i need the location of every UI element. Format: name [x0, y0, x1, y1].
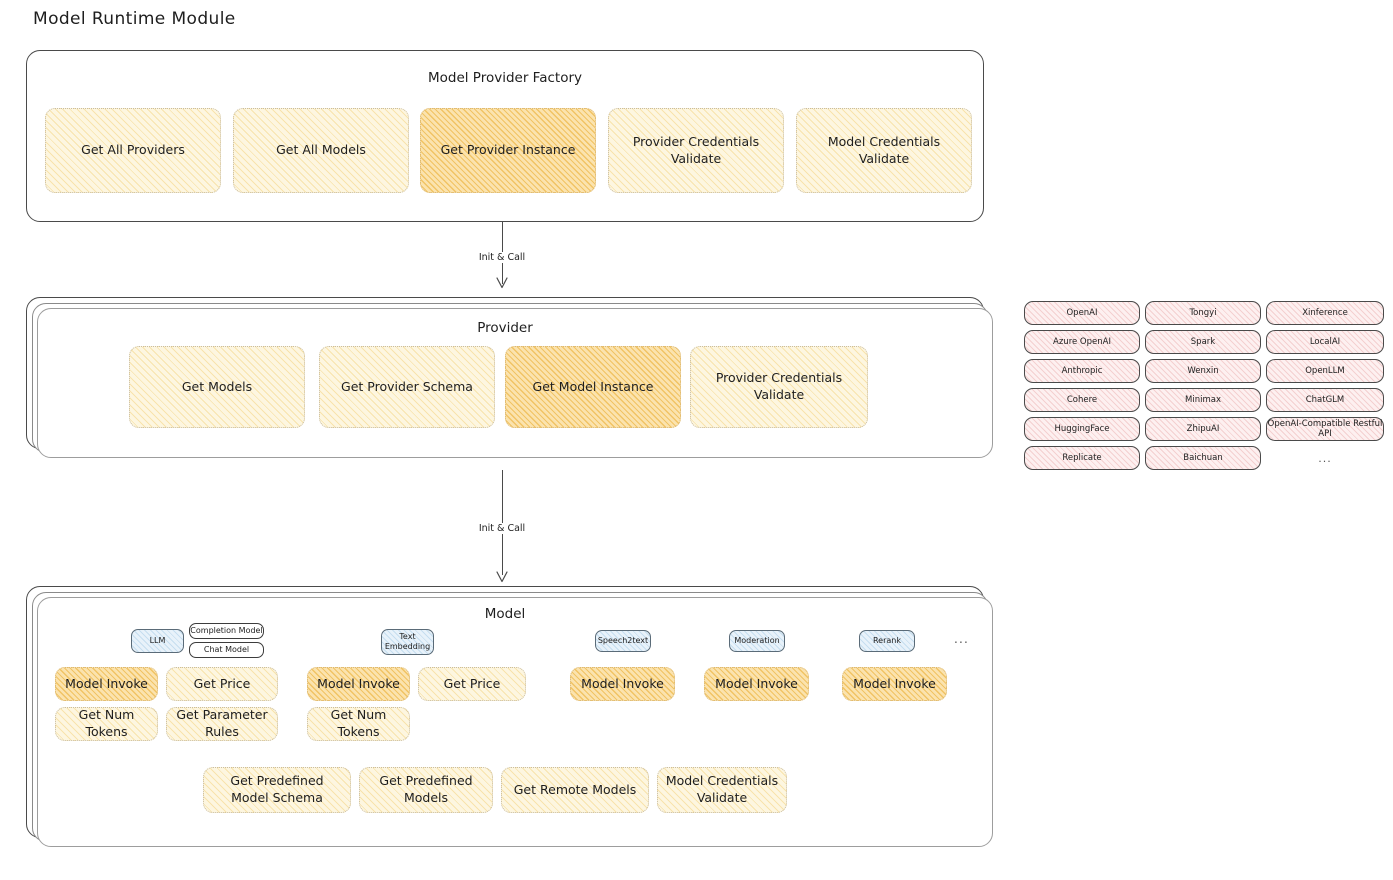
provider-chip-openai-compatible-restful-api[interactable]: OpenAI-Compatible Restful API: [1266, 417, 1384, 441]
provider-chip-wenxin[interactable]: Wenxin: [1145, 359, 1261, 383]
rerank-method-model-invoke[interactable]: Model Invoke: [842, 667, 947, 701]
factory-node-provider-credentials-validate[interactable]: Provider Credentials Validate: [608, 108, 784, 193]
model-type-badge-llm[interactable]: LLM: [131, 629, 184, 653]
arrow-provider-to-model-head: [496, 568, 509, 587]
model-title: Model: [484, 606, 526, 622]
text-embedding-method-get-price[interactable]: Get Price: [418, 667, 526, 701]
llm-method-get-parameter-rules[interactable]: Get Parameter Rules: [166, 707, 278, 741]
provider-node-get-model-instance[interactable]: Get Model Instance: [505, 346, 681, 428]
factory-node-model-credentials-validate[interactable]: Model Credentials Validate: [796, 108, 972, 193]
model-subtype-badge-completion-model[interactable]: Completion Model: [189, 623, 264, 639]
page-title: Model Runtime Module: [33, 9, 236, 29]
model-type-badge-rerank[interactable]: Rerank: [859, 630, 915, 652]
provider-title: Provider: [477, 320, 533, 336]
factory-node-get-all-providers[interactable]: Get All Providers: [45, 108, 221, 193]
moderation-method-model-invoke[interactable]: Model Invoke: [704, 667, 809, 701]
provider-container: Provider Get Models Get Provider Schema …: [26, 297, 993, 458]
arrow-factory-to-provider-head: [496, 274, 509, 293]
provider-chip-xinference[interactable]: Xinference: [1266, 301, 1384, 325]
provider-chip-baichuan[interactable]: Baichuan: [1145, 446, 1261, 470]
model-common-model-credentials-validate[interactable]: Model Credentials Validate: [657, 767, 787, 813]
model-type-badge-speech2text[interactable]: Speech2text: [595, 630, 651, 652]
model-type-badge-moderation[interactable]: Moderation: [729, 630, 785, 652]
provider-chip-anthropic[interactable]: Anthropic: [1024, 359, 1140, 383]
text-embedding-method-model-invoke[interactable]: Model Invoke: [307, 667, 410, 701]
provider-chip-spark[interactable]: Spark: [1145, 330, 1261, 354]
model-type-badge-text-embedding[interactable]: Text Embedding: [381, 629, 434, 655]
provider-chip-zhipuai[interactable]: ZhipuAI: [1145, 417, 1261, 441]
arrow-provider-to-model-line: [502, 470, 504, 575]
provider-chip-tongyi[interactable]: Tongyi: [1145, 301, 1261, 325]
provider-chip-localai[interactable]: LocalAI: [1266, 330, 1384, 354]
provider-node-get-provider-schema[interactable]: Get Provider Schema: [319, 346, 495, 428]
model-provider-factory-container: Model Provider Factory Get All Providers…: [26, 50, 984, 222]
arrow-factory-to-provider-label: Init & Call: [475, 252, 529, 263]
arrow-provider-to-model-label: Init & Call: [475, 523, 529, 534]
provider-chip-more: ...: [1318, 451, 1332, 465]
model-subtype-badge-chat-model[interactable]: Chat Model: [189, 642, 264, 658]
model-container: Model LLM Completion Model Chat Model Mo…: [26, 586, 993, 847]
llm-method-get-price[interactable]: Get Price: [166, 667, 278, 701]
model-common-get-predefined-model-schema[interactable]: Get Predefined Model Schema: [203, 767, 351, 813]
model-provider-factory-title: Model Provider Factory: [427, 70, 582, 86]
provider-list: OpenAI Azure OpenAI Anthropic Cohere Hug…: [1024, 301, 1384, 476]
speech2text-method-model-invoke[interactable]: Model Invoke: [570, 667, 675, 701]
provider-node-get-models[interactable]: Get Models: [129, 346, 305, 428]
factory-node-get-all-models[interactable]: Get All Models: [233, 108, 409, 193]
provider-chip-azure-openai[interactable]: Azure OpenAI: [1024, 330, 1140, 354]
provider-node-provider-credentials-validate[interactable]: Provider Credentials Validate: [690, 346, 868, 428]
provider-chip-minimax[interactable]: Minimax: [1145, 388, 1261, 412]
provider-chip-huggingface[interactable]: HuggingFace: [1024, 417, 1140, 441]
factory-node-get-provider-instance[interactable]: Get Provider Instance: [420, 108, 596, 193]
model-common-get-remote-models[interactable]: Get Remote Models: [501, 767, 649, 813]
provider-chip-openai[interactable]: OpenAI: [1024, 301, 1140, 325]
model-types-more: ...: [954, 632, 970, 646]
model-common-get-predefined-models[interactable]: Get Predefined Models: [359, 767, 493, 813]
provider-chip-replicate[interactable]: Replicate: [1024, 446, 1140, 470]
provider-chip-cohere[interactable]: Cohere: [1024, 388, 1140, 412]
text-embedding-method-get-num-tokens[interactable]: Get Num Tokens: [307, 707, 410, 741]
provider-chip-chatglm[interactable]: ChatGLM: [1266, 388, 1384, 412]
provider-chip-openllm[interactable]: OpenLLM: [1266, 359, 1384, 383]
llm-method-get-num-tokens[interactable]: Get Num Tokens: [55, 707, 158, 741]
llm-method-model-invoke[interactable]: Model Invoke: [55, 667, 158, 701]
